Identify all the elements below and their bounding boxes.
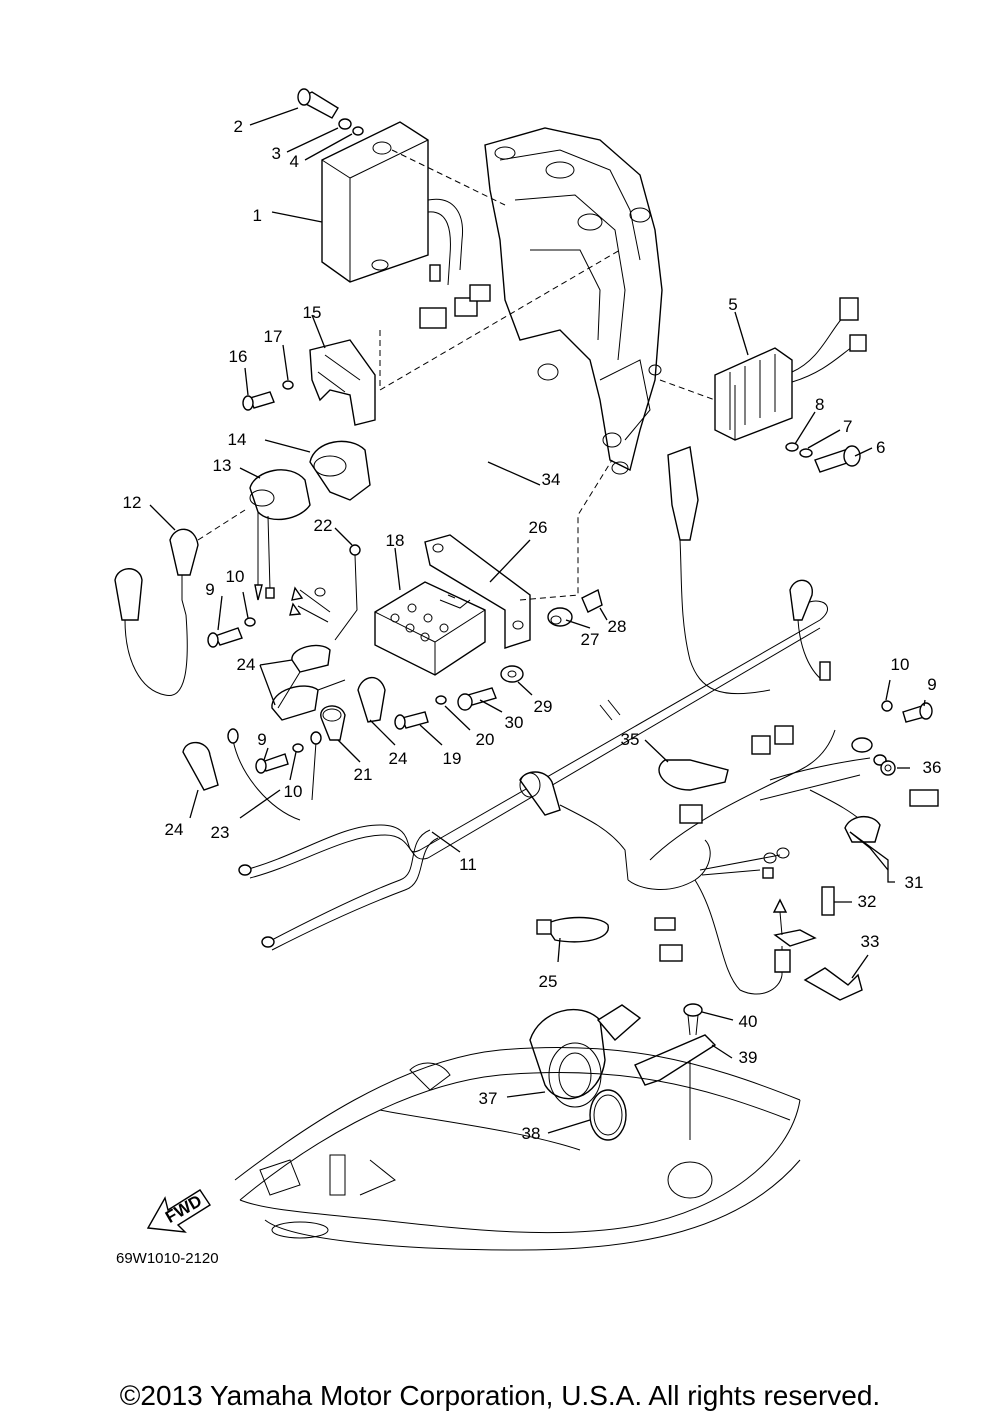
callout-5: 5: [728, 295, 737, 314]
callout-38: 38: [522, 1124, 541, 1143]
callout-26: 26: [529, 518, 548, 537]
callout-34: 34: [542, 470, 561, 489]
copyright-notice: ©2013 Yamaha Motor Corporation, U.S.A. A…: [119, 1380, 881, 1411]
callout-3: 3: [272, 144, 281, 163]
part-36-grommet: [880, 760, 896, 776]
callout-40: 40: [739, 1012, 758, 1031]
callout-14: 14: [228, 430, 247, 449]
callout-9: 9: [205, 580, 214, 599]
part-25-band: [536, 916, 609, 943]
callout-27: 27: [581, 630, 600, 649]
callout-30: 30: [505, 713, 524, 732]
callout-8: 8: [815, 395, 824, 414]
part-13-starter-relay: [249, 469, 311, 601]
part-39-cover: [634, 1034, 717, 1140]
bracket-assembly: [484, 127, 663, 475]
callout-20: 20: [476, 730, 495, 749]
part-26-plate: [424, 459, 613, 649]
callout-1: 1: [253, 206, 262, 225]
callout-15: 15: [303, 303, 322, 322]
bottom-cowling: [234, 1046, 801, 1251]
callout-16: 16: [229, 347, 248, 366]
parts-19-20-29-30-bolts-washers: [394, 665, 524, 730]
callout-17: 17: [264, 327, 283, 346]
fwd-direction-arrow: FWD: [146, 1189, 211, 1233]
callout-39: 39: [739, 1048, 758, 1067]
part-16-17-bolt-washer: [242, 380, 294, 411]
callout-13: 13: [213, 456, 232, 475]
parts-2-3-4-bolt-washers: [297, 88, 364, 136]
callout-19: 19: [443, 749, 462, 768]
part-22-terminal: [289, 544, 361, 641]
callout-23: 23: [211, 823, 230, 842]
callout-33: 33: [861, 932, 880, 951]
callout-4: 4: [290, 152, 299, 171]
callout-10c: 10: [891, 655, 910, 674]
callout-24: 24: [237, 655, 256, 674]
part-11-battery-lead: [238, 600, 828, 951]
callout-22: 22: [314, 516, 333, 535]
callout-10b: 10: [284, 782, 303, 801]
callout-37: 37: [479, 1089, 498, 1108]
callout-32: 32: [858, 892, 877, 911]
part-5-rectifier-regulator: [659, 297, 867, 441]
parts-9-10-bolts-washers-left: [207, 617, 304, 774]
callout-28: 28: [608, 617, 627, 636]
callout-35: 35: [621, 730, 640, 749]
callout-31: 31: [905, 873, 924, 892]
callout-2: 2: [234, 117, 243, 136]
callout-7: 7: [843, 417, 852, 436]
leader-lines: [149, 107, 926, 1134]
part-40-bolt: [683, 1003, 703, 1036]
part-15-bracket: [309, 249, 621, 426]
callout-6: 6: [876, 438, 885, 457]
callout-29: 29: [534, 697, 553, 716]
parts-6-7-8-bolt-washers: [785, 442, 861, 473]
part-23-ground-lead: [227, 728, 322, 821]
callout-24c: 24: [165, 820, 184, 839]
callout-10: 10: [226, 567, 245, 586]
parts-9-10-bolts-washers-right: [881, 700, 933, 723]
callout-11: 11: [459, 855, 477, 874]
callout-18: 18: [386, 531, 405, 550]
part-27-28-grommet-collar: [547, 588, 603, 627]
callouts: 1 2 3 4 5 6 7 8 9 10 9 10 9 10 11 12 13 …: [123, 117, 942, 1143]
callout-21: 21: [354, 765, 373, 784]
part-1-cdi-unit: [321, 121, 506, 329]
part-33-holder: [772, 898, 863, 1001]
callout-9b: 9: [257, 730, 266, 749]
part-12-lead-cap: [114, 509, 246, 697]
part-31-wire-harness: [519, 725, 939, 995]
part-37-connector: [529, 1004, 642, 1108]
callout-36: 36: [923, 758, 942, 777]
part-14-holder: [309, 440, 371, 501]
callout-9c: 9: [927, 675, 936, 694]
diagram-code: 69W1010-2120: [116, 1250, 219, 1267]
callout-12: 12: [123, 493, 142, 512]
part-24-caps: [182, 644, 386, 791]
part-32-fuse: [821, 886, 835, 916]
part-21-clamp: [320, 705, 346, 741]
part-35-band: [658, 759, 729, 791]
part-38-o-ring: [589, 1089, 627, 1141]
part-18-terminal-block: [374, 581, 486, 676]
callout-24b: 24: [389, 749, 408, 768]
battery-cable-cap: [667, 446, 831, 695]
callout-25: 25: [539, 972, 558, 991]
